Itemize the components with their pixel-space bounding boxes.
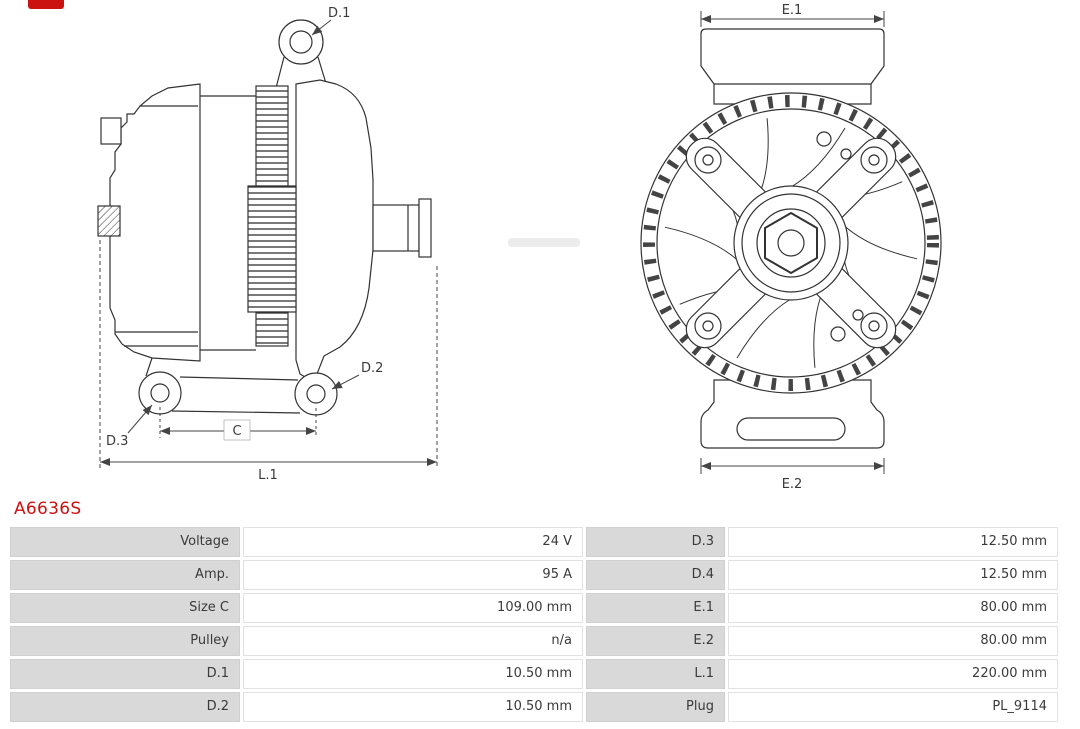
- pulley-ribs-bottom: [255, 311, 289, 347]
- through-bolts: [200, 95, 256, 351]
- spec-value: n/a: [243, 626, 583, 656]
- spec-label: L.1: [586, 659, 725, 689]
- spec-value: PL_9114: [728, 692, 1058, 722]
- spec-label: D.3: [586, 527, 725, 557]
- watermark: [508, 238, 580, 247]
- spec-label: E.1: [586, 593, 725, 623]
- side-view: [97, 19, 432, 416]
- spec-value: 12.50 mm: [728, 560, 1058, 590]
- connector-block: [97, 205, 121, 237]
- d2-leader: [331, 374, 360, 390]
- pulley-ribs-top: [255, 85, 289, 187]
- part-number: A6636S: [14, 499, 82, 519]
- vent-ring: [643, 95, 939, 391]
- dim-label-l1: L.1: [258, 468, 278, 483]
- dim-label-d1: D.1: [328, 6, 350, 21]
- hub: [733, 185, 849, 301]
- shaft-center: [777, 229, 805, 257]
- rear-lug: [100, 117, 122, 145]
- mount-lug-right-hole: [306, 384, 326, 404]
- spec-label: Voltage: [10, 527, 240, 557]
- pulley: [247, 185, 297, 313]
- spec-label: D.1: [10, 659, 240, 689]
- d3-leader: [127, 404, 153, 434]
- spec-label: Amp.: [10, 560, 240, 590]
- top-bracket: [700, 28, 885, 105]
- spec-label: Size C: [10, 593, 240, 623]
- shaft-nut: [764, 212, 818, 274]
- front-view-dimensions: [700, 11, 885, 474]
- mount-lug-left-hole: [150, 383, 170, 403]
- bracket-slot: [736, 417, 846, 441]
- spec-value: 24 V: [243, 527, 583, 557]
- small-bolt-holes: [816, 131, 864, 342]
- spec-label: Pulley: [10, 626, 240, 656]
- dim-label-e2: E.2: [782, 477, 803, 492]
- spec-label: D.4: [586, 560, 725, 590]
- bottom-arm: [145, 357, 301, 414]
- brand-logo: [28, 0, 64, 9]
- dim-label-e1: E.1: [782, 3, 803, 18]
- spec-label: Plug: [586, 692, 725, 722]
- rear-cover-ridges: [115, 105, 198, 347]
- spec-table: Voltage 24 V D.3 12.50 mm Amp. 95 A D.4 …: [10, 527, 1058, 722]
- spec-label: E.2: [586, 626, 725, 656]
- spec-value: 10.50 mm: [243, 692, 583, 722]
- spec-value: 80.00 mm: [728, 626, 1058, 656]
- spec-value: 80.00 mm: [728, 593, 1058, 623]
- spec-label: D.2: [10, 692, 240, 722]
- spec-value: 10.50 mm: [243, 659, 583, 689]
- l1-extension-lines: [99, 240, 438, 468]
- spec-value: 95 A: [243, 560, 583, 590]
- rear-cover: [109, 83, 201, 362]
- c-label-box: [223, 419, 251, 441]
- shaft-block: [372, 204, 420, 252]
- spec-value: 220.00 mm: [728, 659, 1058, 689]
- dim-label-c: C: [232, 424, 241, 439]
- drawing-svg: C D.1 D.2 D.3 L.1: [97, 2, 942, 492]
- dim-label-d2: D.2: [361, 361, 383, 376]
- e1-label-bg: [775, 2, 809, 16]
- top-ear-hole: [289, 30, 313, 54]
- technical-drawing: C D.1 D.2 D.3 L.1: [97, 2, 942, 492]
- spec-value: 12.50 mm: [728, 527, 1058, 557]
- arm-bolt-holes: [694, 146, 888, 340]
- dim-label-d3: D.3: [106, 434, 128, 449]
- stator-inner: [656, 108, 926, 378]
- shaft-collar: [418, 198, 432, 258]
- spec-value: 109.00 mm: [243, 593, 583, 623]
- front-housing: [295, 79, 374, 381]
- front-view: [640, 28, 942, 449]
- d1-leader: [311, 19, 332, 36]
